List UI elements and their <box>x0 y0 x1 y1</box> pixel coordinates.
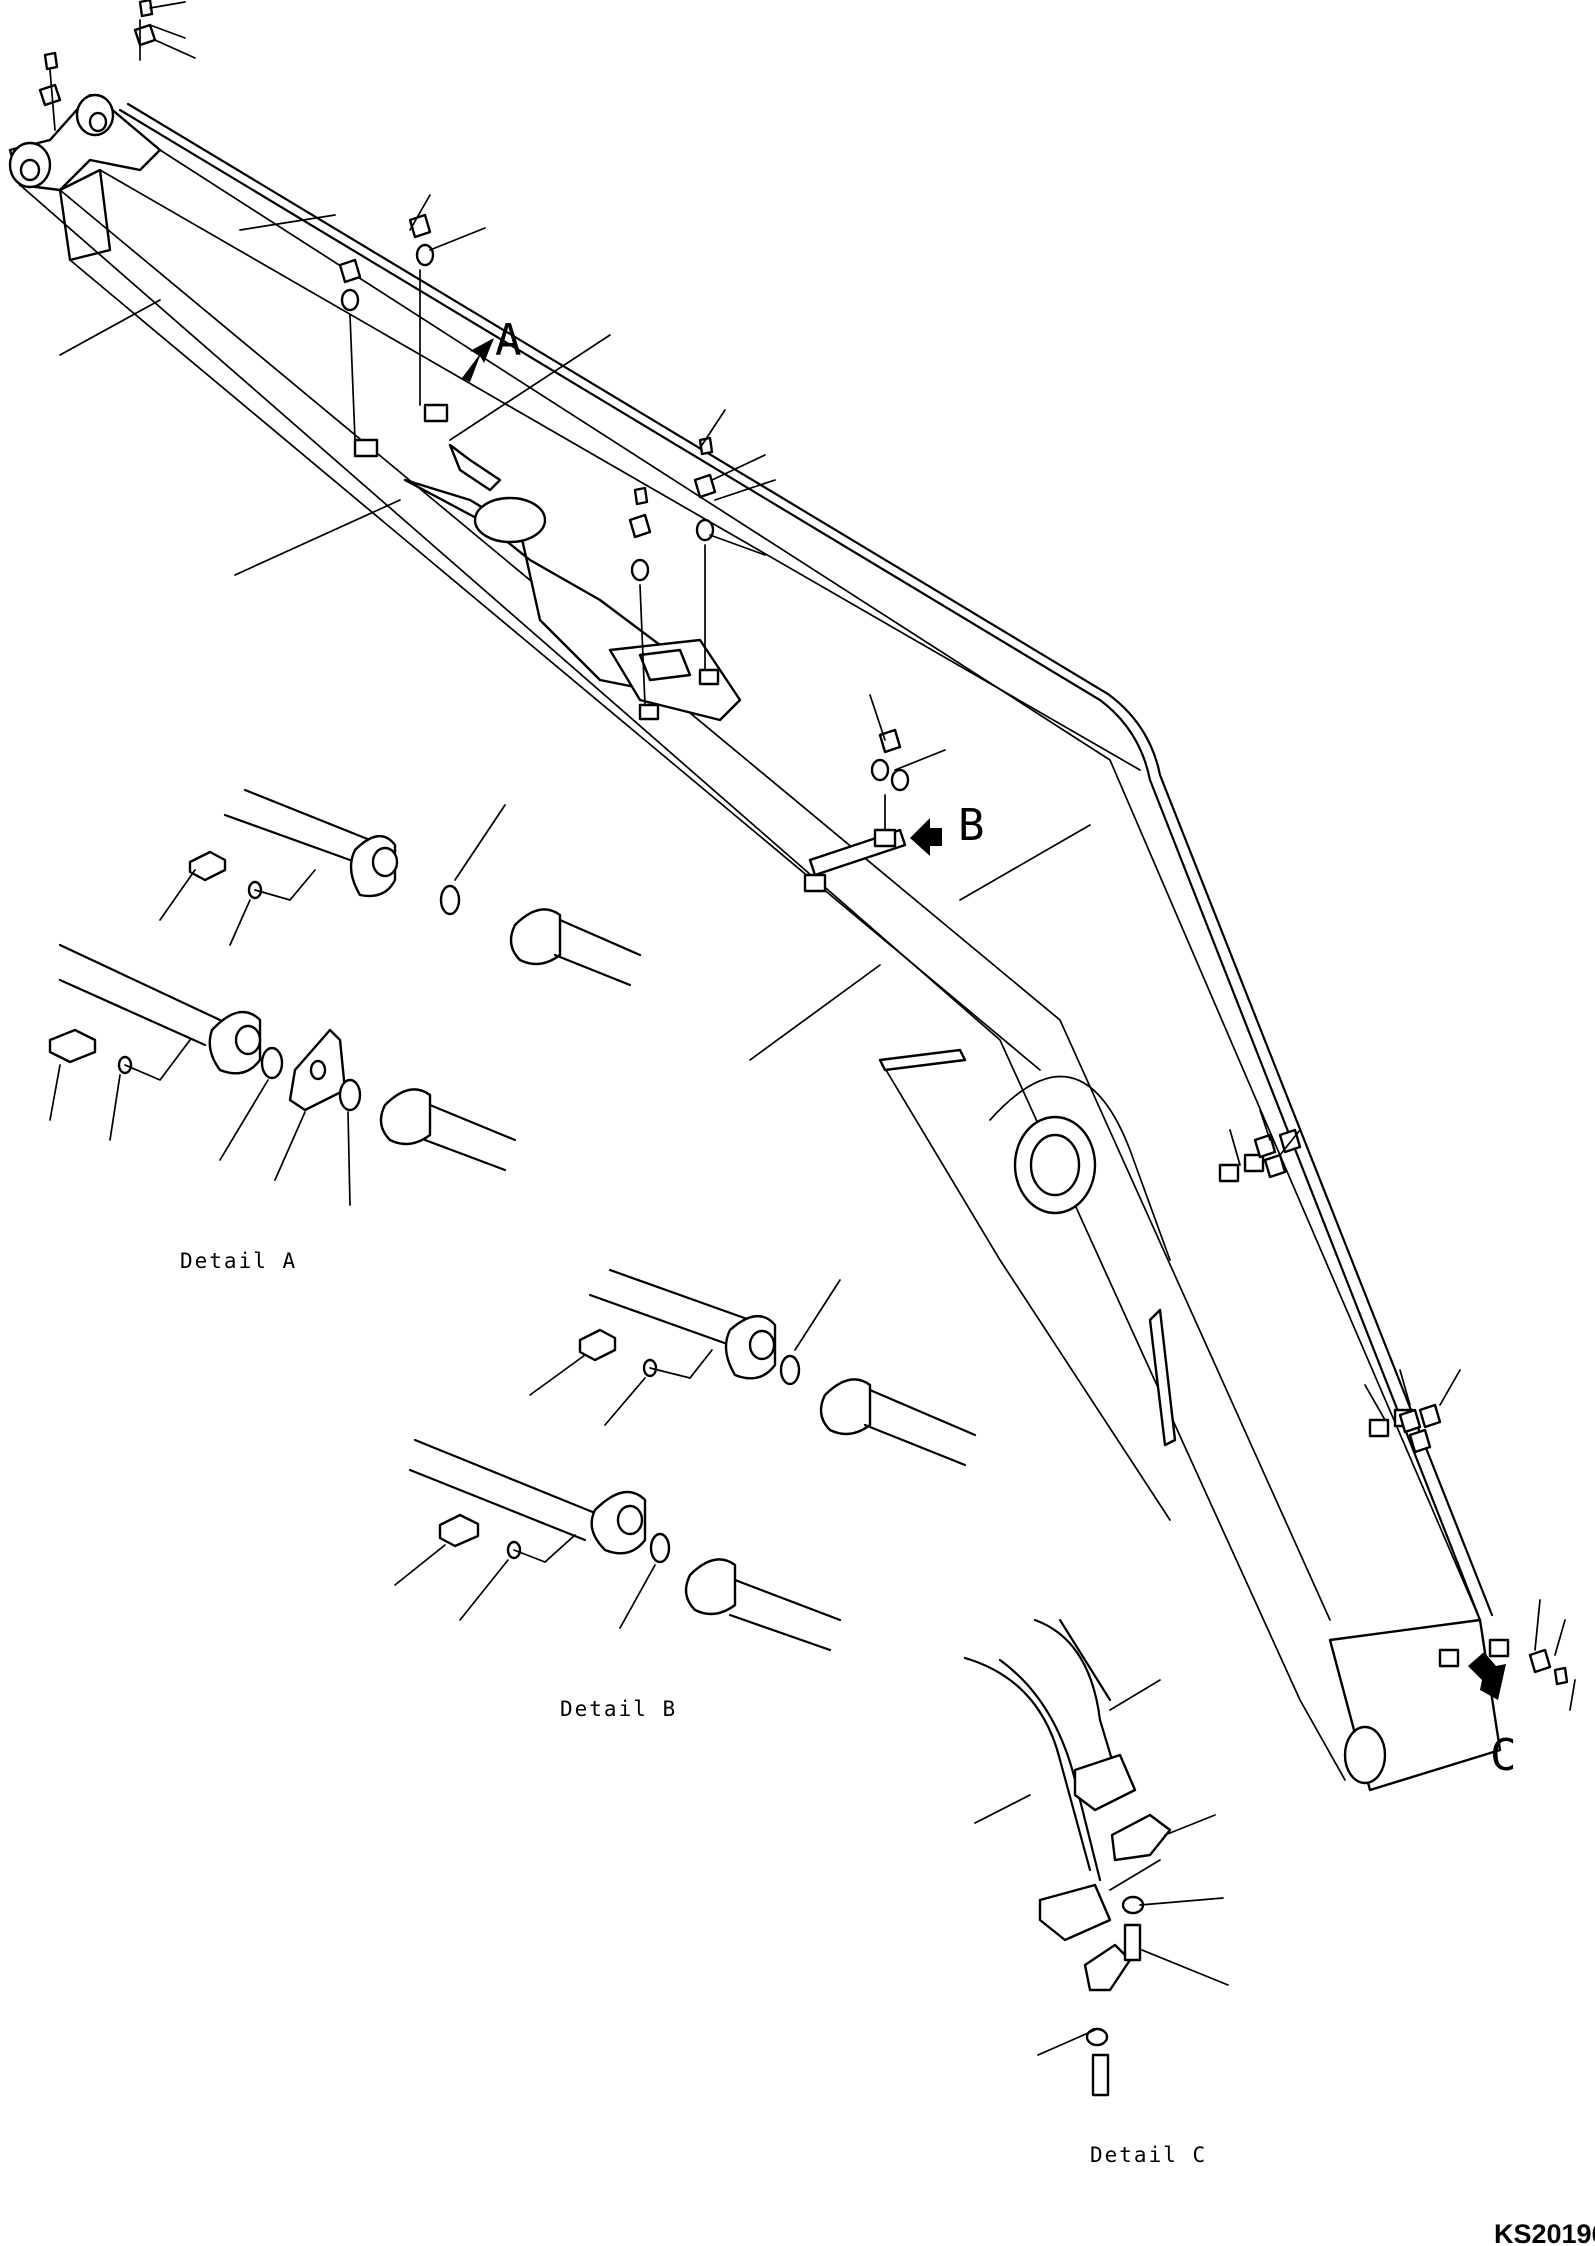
detail-b-label: Detail B <box>560 1697 677 1721</box>
detail-a-label: Detail A <box>180 1249 297 1273</box>
drawing-code: KS201963 <box>1494 2219 1595 2246</box>
detail-a: Detail A <box>48 788 642 1273</box>
leader-lines <box>59 1 1576 1711</box>
callout-label-c: C <box>1490 1730 1517 1781</box>
callout-b: B <box>910 800 985 856</box>
callout-a: A <box>462 315 522 382</box>
callout-c: C <box>1468 1652 1517 1781</box>
detail-b: Detail B <box>394 1268 977 1721</box>
boom-arm <box>8 93 1510 1792</box>
detail-c-label: Detail C <box>1090 2143 1207 2167</box>
detail-c: Detail C <box>963 1618 1229 2167</box>
callout-label-a: A <box>495 315 522 366</box>
boom-clamp-parts <box>38 0 1569 1686</box>
callout-label-b: B <box>958 800 985 851</box>
